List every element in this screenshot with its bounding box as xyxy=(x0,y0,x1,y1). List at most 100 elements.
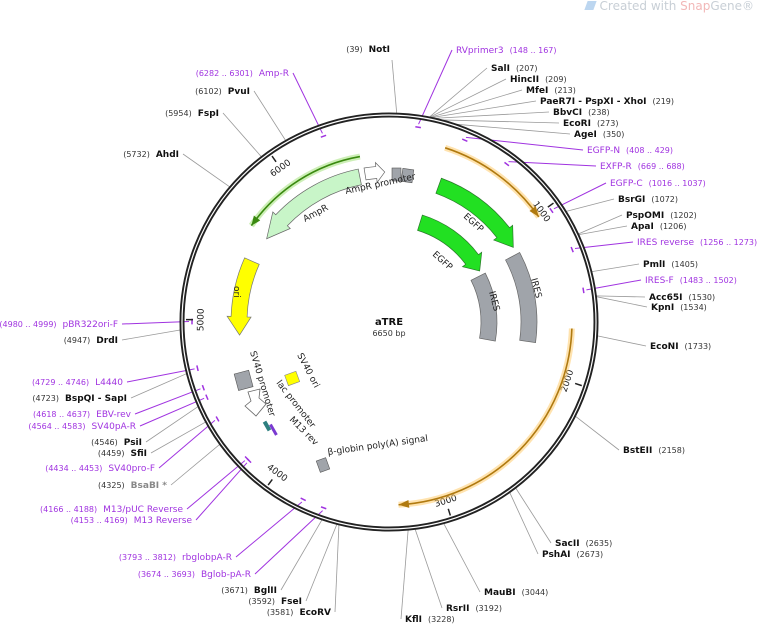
site-position: (207) xyxy=(516,64,538,73)
promoter-box-1[interactable] xyxy=(391,167,402,182)
site-label-sv40pa-r[interactable]: (4564 .. 4583)SV40pA-R xyxy=(28,422,136,432)
leader-line xyxy=(391,59,398,114)
svg-text:BbvCI(238): BbvCI(238) xyxy=(553,108,610,118)
svg-text:MauBI(3044): MauBI(3044) xyxy=(484,588,548,598)
leader-line xyxy=(566,198,615,212)
site-label-bbvci[interactable]: BbvCI(238) xyxy=(553,108,610,118)
leader-line xyxy=(509,492,539,555)
site-label-ires-reverse[interactable]: IRES reverse(1256 .. 1273) xyxy=(637,238,757,248)
site-label-noti[interactable]: (39)NotI xyxy=(346,45,390,55)
site-label-sfii[interactable]: (4459)SfiI xyxy=(98,449,147,459)
ori-arrow[interactable] xyxy=(226,257,260,336)
site-label-bspqi-sapi[interactable]: (4723)BspQI - SapI xyxy=(32,394,127,404)
leader-line xyxy=(431,100,537,118)
sv40-ori-box[interactable] xyxy=(284,370,301,387)
site-label-egfp-c[interactable]: EGFP-C(1016 .. 1037) xyxy=(610,179,706,189)
site-label-bsabi-[interactable]: (4325)BsaBI * xyxy=(98,481,167,491)
site-label-bsteii[interactable]: BstEII(2158) xyxy=(623,446,685,456)
site-name: MfeI xyxy=(526,86,548,96)
site-name: MauBI xyxy=(484,588,516,598)
egfp-outer-arrow[interactable] xyxy=(435,177,514,248)
site-label-kpni[interactable]: KpnI(1534) xyxy=(651,303,707,313)
ires-outer-box[interactable] xyxy=(505,252,538,343)
site-position: (273) xyxy=(597,119,619,128)
svg-text:(4166 .. 4188)M13/pUC Reverse: (4166 .. 4188)M13/pUC Reverse xyxy=(40,505,183,515)
svg-text:(3793 .. 3812)rbglobpA-R: (3793 .. 3812)rbglobpA-R xyxy=(119,553,232,563)
orf-arc-1[interactable] xyxy=(444,147,540,218)
ampr-arrow[interactable] xyxy=(266,168,362,240)
site-label-bsrgi[interactable]: BsrGI(1072) xyxy=(618,195,678,205)
orf-arc-2[interactable] xyxy=(398,328,573,506)
site-name: SfiI xyxy=(130,449,147,459)
site-label-maubi[interactable]: MauBI(3044) xyxy=(484,588,548,598)
site-label-egfp-n[interactable]: EGFP-N(408 .. 429) xyxy=(587,146,673,156)
site-label-m13-reverse[interactable]: (4153 .. 4169)M13 Reverse xyxy=(71,516,193,526)
site-label-pmli[interactable]: PmlI(1405) xyxy=(643,260,698,270)
svg-text:(4325)BsaBI *: (4325)BsaBI * xyxy=(98,481,167,491)
sv40-promoter-box[interactable] xyxy=(233,369,254,391)
m13-rev-marker[interactable] xyxy=(262,420,272,432)
site-label-sv40pro-f[interactable]: (4434 .. 4453)SV40pro-F xyxy=(45,464,155,474)
site-label-rsrii[interactable]: RsrII(3192) xyxy=(446,604,502,614)
site-label-rvprimer3[interactable]: RVprimer3(148 .. 167) xyxy=(456,46,557,56)
site-label-econi[interactable]: EcoNI(1733) xyxy=(650,342,711,352)
lac-promoter-arrow[interactable] xyxy=(244,388,267,417)
promoter-box-2[interactable] xyxy=(400,168,415,184)
svg-text:PmlI(1405): PmlI(1405) xyxy=(643,260,698,270)
site-label-sali[interactable]: SalI(207) xyxy=(491,64,538,74)
site-label-pvui[interactable]: (6102)PvuI xyxy=(195,87,250,97)
site-label-ires-f[interactable]: IRES-F(1483 .. 1502) xyxy=(645,276,737,286)
site-label-mfei[interactable]: MfeI(213) xyxy=(526,86,576,96)
svg-text:(3674 .. 3693)Bglob-pA-R: (3674 .. 3693) Bglob-pA-R xyxy=(138,570,251,580)
site-label-apai[interactable]: ApaI(1206) xyxy=(631,222,686,232)
site-name: EcoRI xyxy=(563,119,591,129)
site-label-bglob-pa-r[interactable]: (3674 .. 3693) Bglob-pA-R xyxy=(138,570,251,580)
leader-line xyxy=(253,90,286,141)
site-label-bglii[interactable]: (3671)BglII xyxy=(221,586,277,596)
site-name: EcoRV xyxy=(299,608,331,618)
site-label-drdi[interactable]: (4947)DrdI xyxy=(64,336,118,346)
site-label-exfp-r[interactable]: EXFP-R(669 .. 688) xyxy=(600,162,685,172)
site-label-amp-r[interactable]: (6282 .. 6301)Amp-R xyxy=(196,69,289,79)
site-label-fspi[interactable]: (5954)FspI xyxy=(165,109,219,119)
site-label-ecori[interactable]: EcoRI (273) xyxy=(563,119,618,129)
site-label-agei[interactable]: AgeI(350) xyxy=(574,130,624,140)
site-position: (3674 .. 3693) xyxy=(138,570,195,579)
site-label-ebv-rev[interactable]: (4618 .. 4637)EBV-rev xyxy=(33,410,132,420)
leader-line xyxy=(442,119,560,124)
site-label-psii[interactable]: (4546)PsiI xyxy=(91,438,142,448)
svg-text:(4723)BspQI - SapI: (4723)BspQI - SapI xyxy=(32,394,127,404)
site-name: EGFP-N xyxy=(587,146,620,156)
bglobin-polya-box[interactable] xyxy=(315,457,331,473)
site-name: Bglob-pA-R xyxy=(201,570,251,580)
site-position: (1256 .. 1273) xyxy=(700,238,757,247)
site-label-kfli[interactable]: KflI(3228) xyxy=(405,615,455,625)
site-label-pshai[interactable]: PshAI(2673) xyxy=(542,550,603,560)
site-label-fsei[interactable]: (3592)FseI xyxy=(248,597,302,607)
site-label-l4440[interactable]: (4729 .. 4746)L4440 xyxy=(32,378,123,388)
primer-marker xyxy=(205,394,209,401)
site-label-paer7i-pspxi-xhoi[interactable]: PaeR7I - PspXI - XhoI(219) xyxy=(540,97,674,107)
site-label-m13-puc-reverse[interactable]: (4166 .. 4188)M13/pUC Reverse xyxy=(40,505,183,515)
leader-line xyxy=(578,225,628,236)
ampr-line[interactable] xyxy=(250,155,361,227)
site-position: (2635) xyxy=(586,539,613,548)
site-label-rbglobpa-r[interactable]: (3793 .. 3812)rbglobpA-R xyxy=(119,553,232,563)
ampr-promoter-arrow[interactable] xyxy=(363,161,386,184)
m13-primer-marker[interactable] xyxy=(269,423,278,436)
site-label-ecorv[interactable]: (3581)EcoRV xyxy=(267,608,331,618)
site-label-pbr322ori-f[interactable]: (4980 .. 4999)pBR322ori-F xyxy=(0,320,118,330)
site-label-pspomi[interactable]: PspOMI(1202) xyxy=(626,211,697,221)
ires-inner-box[interactable] xyxy=(470,272,498,342)
leader-line xyxy=(443,523,481,593)
tick-label: 5000 xyxy=(196,308,206,331)
site-name: AhdI xyxy=(156,150,179,160)
site-label-ahdi[interactable]: (5732)AhdI xyxy=(123,150,179,160)
leader-line xyxy=(596,296,648,308)
site-label-acc65i[interactable]: Acc65I(1530) xyxy=(649,293,715,303)
egfp-inner-arrow[interactable] xyxy=(417,214,483,272)
svg-text:(5732)AhdI: (5732)AhdI xyxy=(123,150,179,160)
site-label-hincii[interactable]: HincII(209) xyxy=(510,75,567,85)
site-label-sacii[interactable]: SacII(2635) xyxy=(555,539,612,549)
site-name: BbvCI xyxy=(553,108,582,118)
